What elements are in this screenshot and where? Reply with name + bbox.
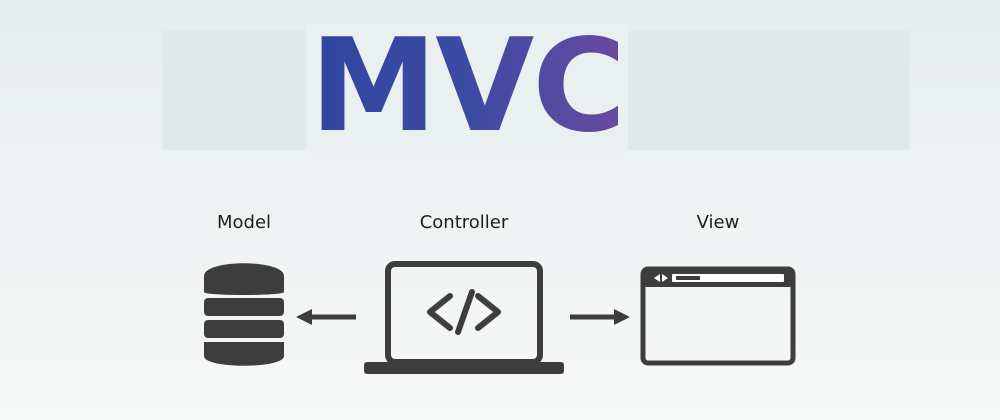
diagram-title: MVC — [306, 12, 628, 162]
title-background-box — [306, 24, 628, 154]
database-icon — [204, 262, 284, 366]
controller-label: Controller — [419, 212, 509, 233]
arrow-right-icon — [570, 308, 630, 326]
browser-window-icon — [640, 266, 796, 366]
arrow-left-icon — [296, 308, 356, 326]
laptop-code-icon — [364, 256, 564, 376]
view-label: View — [696, 212, 740, 233]
model-label: Model — [216, 212, 272, 233]
